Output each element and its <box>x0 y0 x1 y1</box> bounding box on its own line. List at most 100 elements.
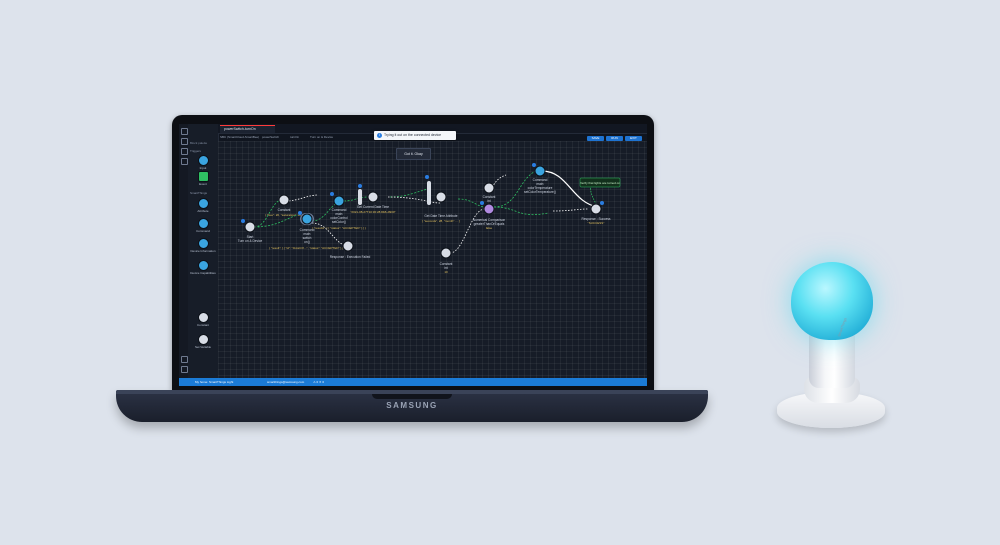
node-title: Command <box>332 208 347 212</box>
notification-toast: i Trying it out on the connected device <box>374 131 456 140</box>
explorer-icon[interactable] <box>181 128 188 135</box>
connector-line <box>311 222 345 246</box>
node-constant[interactable]: Constant int 20 <box>483 182 496 207</box>
node-title: Command <box>533 178 548 182</box>
status-account[interactable]: smartthings@samsung.com <box>267 380 305 384</box>
exit-button[interactable]: EXIT <box>625 136 642 141</box>
laptop-base: SAMSUNG <box>116 390 708 422</box>
node-subtitle: int <box>444 266 447 270</box>
flow-canvas[interactable]: Got it. Okay <box>218 141 647 378</box>
palette-item-attribute[interactable]: Attribute <box>188 198 218 213</box>
connector-line <box>311 200 343 222</box>
node-line: colorControl <box>330 216 347 220</box>
node-constant[interactable]: Constant { "hue": 20, "saturation": 30 } <box>265 194 303 217</box>
connector-line <box>253 214 299 228</box>
palette-item-command[interactable]: Command <box>188 218 218 233</box>
node-title: Response : Execution Failed <box>330 255 371 259</box>
node-value: [ "seconds", 28, "month" … ] <box>422 219 460 223</box>
breadcrumb: SBC (SmartCloud-SmartBee) powerSwitch tu… <box>218 134 647 141</box>
status-location[interactable]: My home: SmartThings Light <box>195 380 234 384</box>
connector-line <box>552 208 589 212</box>
block-palette: Block palette Triggers Input Event Smart… <box>188 124 219 378</box>
node-line: colorTemperature <box>528 186 553 190</box>
node-title: Constant <box>483 195 496 199</box>
palette-item-device-information[interactable]: Device Information <box>188 238 218 253</box>
node-title: Constant <box>440 262 453 266</box>
constant-icon <box>197 312 209 323</box>
node-response-success[interactable]: Response : Success "SUCCESS" <box>581 201 611 225</box>
palette-title: Block palette <box>190 141 208 145</box>
node-title: Get Date Time Attribute <box>424 214 457 218</box>
node-title: Constant <box>278 208 291 212</box>
tooltip-popup[interactable]: Got it. Okay <box>396 148 431 160</box>
breadcrumb-item[interactable]: powerSwitch <box>262 135 280 139</box>
palette-item-set-variable[interactable]: Set Variable <box>188 334 218 349</box>
node-numerical-comparison[interactable]: Numerical Comparison greaterThanOrEquals… <box>473 201 506 230</box>
breadcrumb-item[interactable]: SBC (SmartCloud-SmartBee) <box>220 135 260 139</box>
node-value: 10 <box>444 270 448 274</box>
connector-line <box>541 170 599 208</box>
node-subtitle: Turn on & Device <box>238 239 263 243</box>
node-command-switch[interactable]: Command main switch on() { "result": [ {… <box>269 211 345 250</box>
search-icon[interactable] <box>181 138 188 145</box>
node-title: Command <box>300 228 315 232</box>
info-icon: i <box>377 133 382 138</box>
palette-item-event[interactable]: Event <box>188 171 218 186</box>
breadcrumb-item[interactable]: Turn on & Device <box>310 135 334 139</box>
node-value: "2021-08-27T10:30:28.848+0900" <box>350 210 395 214</box>
palette-item-constant[interactable]: Constant <box>188 312 218 327</box>
connector-line <box>343 196 369 202</box>
toast-text: Trying it out on the connected device <box>384 133 442 137</box>
gear-icon[interactable] <box>181 356 188 363</box>
node-value: { "result": [ { "id": "0xA2c3f…", "statu… <box>269 246 345 250</box>
connector-line <box>387 196 441 204</box>
node-note[interactable]: Verify that lights are turned on <box>579 177 620 188</box>
node-line: main <box>336 212 343 216</box>
connector-line <box>449 208 485 254</box>
tab-powerswitch-turnon[interactable]: powerSwitch-turnOn <box>220 125 275 133</box>
node-get-datetime[interactable]: Get Current Date Time "2021-08-27T10:30:… <box>350 184 396 214</box>
save-button[interactable]: SAVE <box>587 136 604 141</box>
node-value: { "results": [ { "status": "ACCEPTED" } … <box>312 226 366 230</box>
node-line: switch <box>303 236 312 240</box>
laptop-screen: Block palette Triggers Input Event Smart… <box>179 124 647 386</box>
node-command-colortemp[interactable]: Command main colorTemperature setColorTe… <box>524 163 556 194</box>
attribute-icon <box>197 198 209 209</box>
account-icon[interactable] <box>181 366 188 373</box>
command-icon <box>197 218 209 229</box>
run-button[interactable]: RUN <box>606 136 623 141</box>
node-value: false <box>486 226 493 230</box>
node-title: Start <box>247 235 254 239</box>
node-line: main <box>304 232 311 236</box>
connector-line <box>493 206 549 216</box>
breadcrumb-item[interactable]: turnOn <box>290 135 300 139</box>
device-capability-icon <box>197 260 209 271</box>
blocks-icon[interactable] <box>181 148 188 155</box>
node-start[interactable]: Start Turn on & Device <box>238 219 263 243</box>
smart-bulb-glow <box>791 262 873 340</box>
device-icon[interactable] <box>181 158 188 165</box>
variable-icon <box>197 334 209 345</box>
node-line: setColorTemperature() <box>524 190 556 194</box>
laptop-brand: SAMSUNG <box>386 401 438 410</box>
input-icon <box>197 155 209 166</box>
connector-line <box>389 188 429 198</box>
note-text: Verify that lights are turned on <box>580 181 620 185</box>
node-line: main <box>537 182 544 186</box>
palette-item-input[interactable]: Input <box>188 155 218 170</box>
node-title: Numerical Comparison <box>473 218 506 222</box>
palette-item-device-capabilities[interactable]: Device Capabilities <box>188 260 218 275</box>
node-command-color[interactable]: Command main colorControl setColor() { "… <box>312 192 366 230</box>
node-get-datetime-attribute[interactable]: Get Date Time Attribute [ "seconds", 28,… <box>422 175 460 223</box>
laptop-lid: Block palette Triggers Input Event Smart… <box>172 115 654 390</box>
node-constant[interactable]: Constant int 10 <box>440 247 453 274</box>
node-response-failed[interactable]: Response : Execution Failed <box>330 240 371 259</box>
node-title: Get Current Date Time <box>357 205 389 209</box>
node-line: on() <box>304 240 310 244</box>
node-subtitle: greaterThanOrEquals <box>474 222 505 226</box>
node-subtitle: int <box>487 199 490 203</box>
palette-section-blocks: SmartThings <box>190 191 208 195</box>
device-info-icon <box>197 238 209 249</box>
node-line: setColor() <box>332 220 346 224</box>
status-problems[interactable]: ⚠ 0 ✕ 0 <box>313 380 325 384</box>
